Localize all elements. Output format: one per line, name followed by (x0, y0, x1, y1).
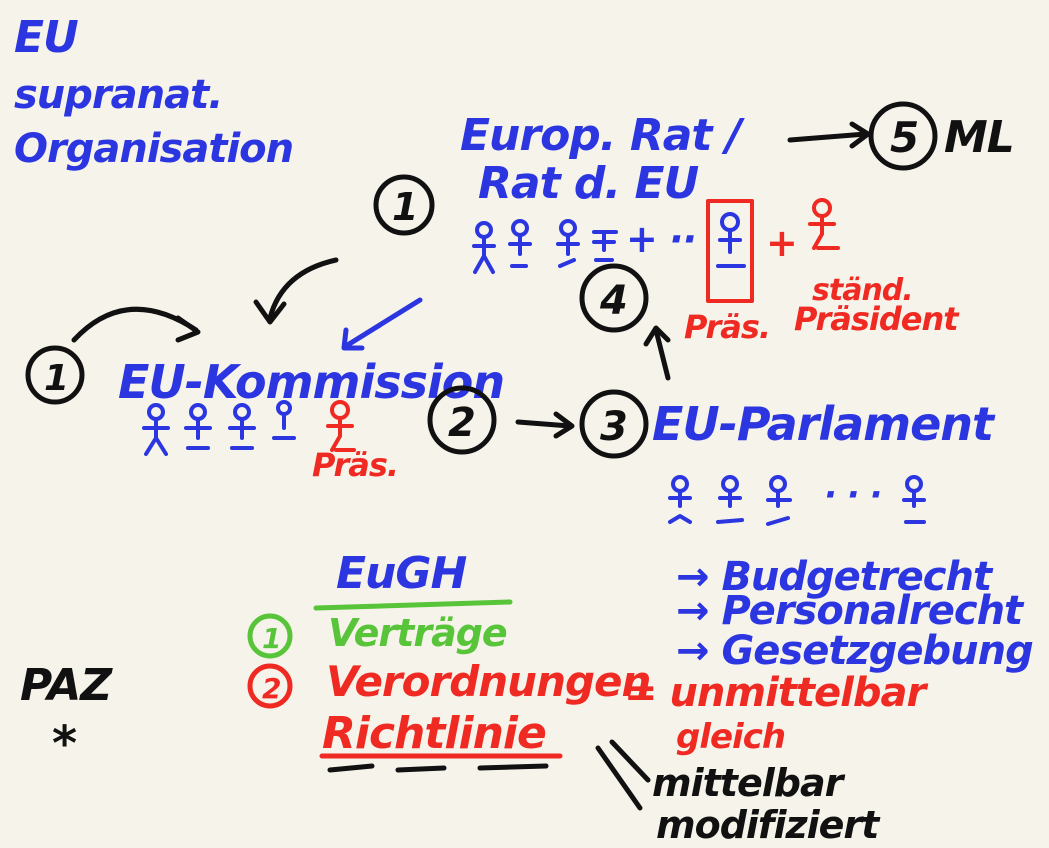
council-stand-label: ständ. (812, 273, 913, 308)
court-item1-circle (247, 613, 293, 659)
person-icon (142, 403, 170, 456)
person-icon (228, 403, 256, 450)
person-icon (716, 475, 744, 524)
marker-1-top: 1 (392, 185, 417, 229)
person-icon (808, 198, 840, 250)
council-title-line1: Europ. Rat / (460, 110, 746, 161)
arrow-2-to-3 (515, 419, 573, 429)
side-note-paz: PAZ (20, 660, 113, 711)
marker-circle-2 (427, 385, 497, 455)
council-title-line2: Rat d. EU (478, 158, 699, 209)
person-icon (556, 219, 580, 268)
court-indirect-line1: mittelbar (652, 761, 846, 805)
council-members (472, 219, 618, 274)
arrow-parliament-to-council-head (643, 325, 671, 347)
parliament-right-budget: → Budgetrecht (676, 554, 994, 600)
arrow-self-loop (71, 306, 199, 343)
person-icon (326, 400, 356, 452)
person-icon (766, 475, 792, 526)
heading-supranat: supranat. (14, 72, 222, 118)
person-icon (668, 475, 692, 524)
court-direct-line2: gleich (676, 717, 785, 757)
person-icon (508, 219, 532, 268)
arrow-1-to-commission-head (253, 299, 287, 325)
arrow-1-to-commission (267, 257, 339, 321)
marker-circle-4 (579, 263, 649, 333)
court-item3-text: Richtlinie (322, 708, 546, 759)
parliament-dots: · · · (824, 475, 881, 515)
person-icon (472, 221, 496, 274)
heading-eu: EU (14, 12, 78, 63)
marker-1-commission: 1 (44, 358, 68, 399)
ml-label: ML (944, 112, 1014, 163)
arrow-parliament-to-council (653, 327, 671, 381)
arrow-2-to-3-head (553, 411, 575, 439)
council-praesident-label: Präsident (794, 300, 960, 338)
marker-4: 4 (599, 278, 627, 324)
arrow-to-ml-head (849, 121, 871, 149)
marker-circle-1-top (373, 174, 435, 236)
person-icon (592, 230, 618, 262)
council-praes-label: Präs. (684, 308, 770, 346)
marker-circle-3 (579, 389, 649, 459)
person-icon (272, 400, 296, 440)
marker-circle-5 (868, 101, 938, 171)
court-title-underline (313, 599, 513, 611)
parliament-right-legislation: → Gesetzgebung (676, 628, 1033, 674)
court-item1-number: 1 (262, 622, 280, 655)
commission-title: EU-Kommission (118, 355, 504, 409)
council-president-box (706, 199, 754, 303)
parliament-title: EU-Parlament (652, 397, 996, 451)
commission-president-label: Präs. (312, 446, 398, 484)
arrow-council-to-commission-head (341, 327, 365, 351)
court-item2-text: Verordnungen (326, 657, 650, 706)
marker-5: 5 (890, 113, 918, 162)
person-icon (716, 212, 746, 268)
side-note-star: * (52, 716, 77, 772)
arrow-to-ml (787, 131, 869, 143)
court-item2-number: 2 (262, 672, 280, 705)
marker-3: 3 (600, 404, 627, 450)
court-item1-text: Verträge (328, 611, 507, 655)
marker-circle-1-commission (25, 345, 85, 405)
heading-organisation: Organisation (14, 126, 293, 172)
arrow-self-loop-head (175, 315, 201, 343)
person-icon (184, 403, 212, 450)
council-plus: + (766, 221, 797, 265)
court-item3-dashes (327, 763, 549, 773)
commission-members (142, 400, 296, 456)
court-direct-line1: = unmittelbar (624, 670, 928, 716)
marker-2: 2 (448, 400, 475, 446)
arrow-council-to-commission (343, 297, 423, 349)
court-indirect-mark (595, 739, 651, 811)
court-title: EuGH (336, 548, 466, 599)
court-item2-circle (247, 663, 293, 709)
council-dots: + ·· (626, 217, 696, 261)
parliament-members (668, 475, 926, 526)
person-icon (902, 475, 926, 524)
court-indirect-line2: modifiziert (656, 803, 881, 847)
parliament-right-personnel: → Personalrecht (676, 588, 1025, 634)
